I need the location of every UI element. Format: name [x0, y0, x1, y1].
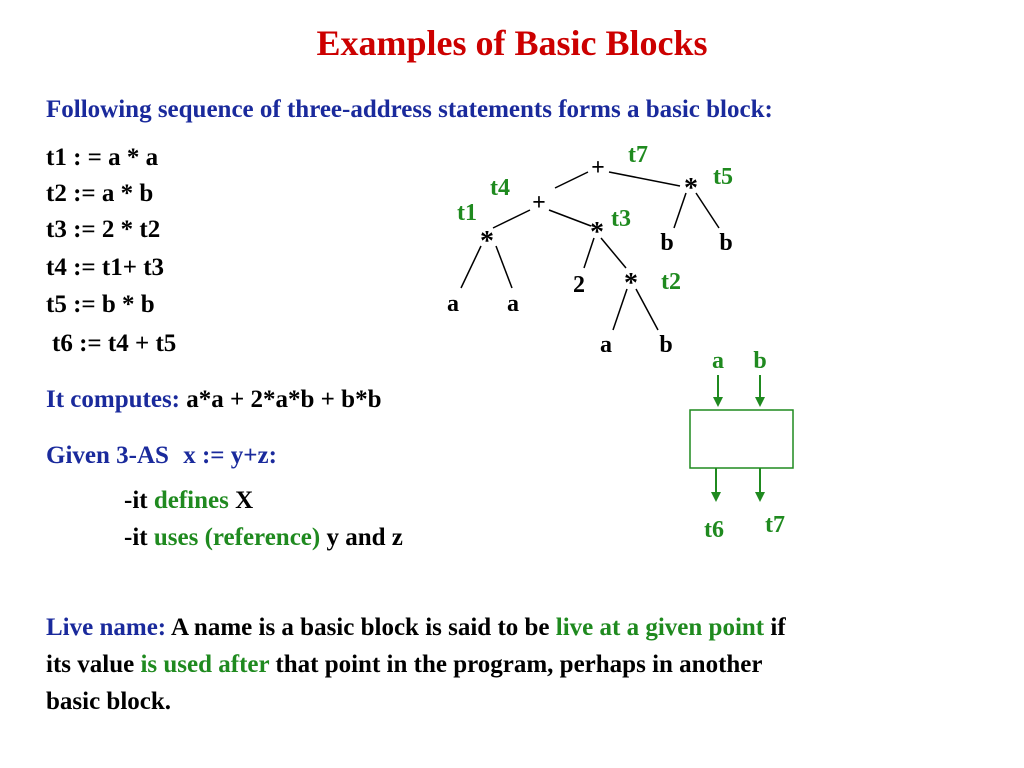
edge-t4-t1 — [492, 209, 531, 229]
live-line-2: its value is used after that point in th… — [46, 651, 763, 679]
live-text-3: its value — [46, 651, 135, 678]
node-star-t1: * — [480, 226, 494, 257]
node-plus-t4: + — [532, 190, 546, 216]
live-text-2: if — [770, 614, 786, 641]
label-t7: t7 — [628, 142, 648, 168]
node-b1: b — [660, 230, 673, 256]
computes-expression: a*a + 2*a*b + b*b — [186, 386, 382, 413]
edge-t2-a3 — [612, 288, 628, 331]
label-t5: t5 — [713, 164, 733, 190]
block-output-t6: t6 — [704, 517, 724, 543]
given-line: Given 3-AS x := y+z: — [46, 442, 277, 470]
statement-t6: t6 := t4 + t5 — [52, 330, 177, 357]
uses-rest: y and z — [326, 524, 403, 551]
live-keyword-2: is used after — [140, 651, 270, 678]
computes-line: It computes: a*a + 2*a*b + b*b — [46, 386, 381, 414]
statement-t2: t2 := a * b — [46, 180, 154, 207]
label-t2: t2 — [661, 269, 681, 295]
live-keyword-1: live at a given point — [555, 614, 765, 641]
given-expression: x := y+z: — [183, 442, 277, 469]
statement-t1: t1 : = a * a — [46, 144, 159, 171]
edge-t1-a1 — [460, 245, 482, 289]
label-t3: t3 — [611, 206, 631, 232]
edge-t5-b1 — [673, 192, 687, 229]
uses-prefix: -it — [124, 524, 148, 551]
statement-t5: t5 := b * b — [46, 291, 155, 318]
node-two: 2 — [573, 272, 585, 298]
page-title: Examples of Basic Blocks — [316, 23, 708, 63]
label-t1: t1 — [457, 200, 477, 226]
edge-root-star-t5 — [608, 171, 681, 187]
node-plus-root: + — [591, 155, 605, 181]
live-text-1: A name is a basic block is said to be — [171, 614, 550, 641]
edge-t2-b3 — [635, 288, 659, 331]
tree-edges — [460, 171, 720, 331]
uses-keyword: uses (reference) — [153, 524, 321, 551]
defines-keyword: defines — [153, 487, 229, 514]
edge-root-plus-t4 — [554, 171, 589, 189]
node-a3: a — [600, 332, 612, 358]
block-input-b: b — [753, 348, 766, 374]
live-line-3: basic block. — [46, 688, 172, 715]
label-t4: t4 — [490, 175, 510, 201]
node-a2: a — [507, 291, 519, 317]
edge-t3-two — [583, 237, 595, 269]
intro-text: Following sequence of three-address stat… — [46, 96, 773, 123]
live-text-4: that point in the program, perhaps in an… — [275, 651, 763, 678]
block-input-a: a — [712, 348, 724, 374]
statement-t4: t4 := t1+ t3 — [46, 254, 165, 281]
block-output-t7: t7 — [765, 512, 785, 538]
statement-t3: t3 := 2 * t2 — [46, 216, 161, 243]
edge-t5-b2 — [695, 192, 720, 229]
node-star-t3: * — [590, 217, 604, 248]
node-b3: b — [659, 332, 672, 358]
given-label: Given 3-AS — [46, 442, 169, 469]
defines-line: -it defines X — [124, 487, 253, 515]
defines-prefix: -it — [124, 487, 148, 514]
edge-t4-t3 — [548, 209, 592, 227]
live-line-1: Live name: A name is a basic block is sa… — [46, 614, 786, 642]
node-star-t5: * — [684, 173, 698, 204]
node-star-t2: * — [624, 268, 638, 299]
defines-rest: X — [235, 487, 254, 514]
edge-t1-a2 — [495, 245, 513, 289]
basic-block-box — [689, 409, 794, 469]
block-arrows — [711, 375, 765, 502]
edge-t3-t2 — [600, 237, 627, 269]
live-label: Live name: — [46, 614, 167, 641]
uses-line: -it uses (reference) y and z — [124, 524, 403, 552]
computes-label: It computes: — [46, 386, 181, 413]
node-a1: a — [447, 291, 459, 317]
node-b2: b — [719, 230, 732, 256]
